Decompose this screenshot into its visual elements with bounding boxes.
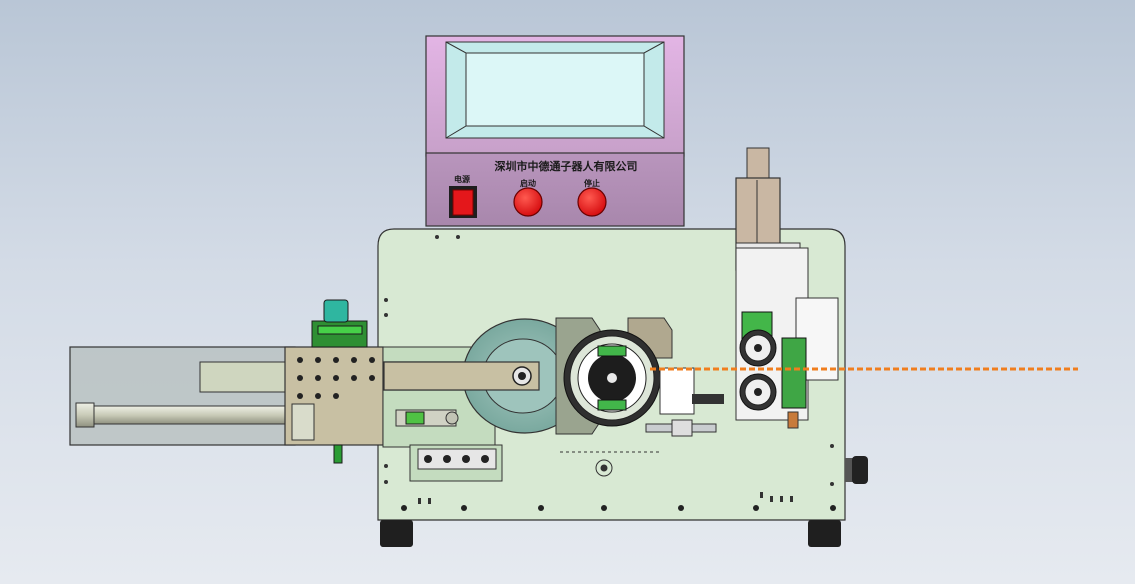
- small-holes: [384, 235, 834, 504]
- company-name: 深圳市中德通子器人有限公司: [495, 159, 638, 173]
- control-box: 深圳市中德通子器人有限公司 电源 启动 停止: [425, 35, 685, 227]
- stop-label: 停止: [584, 178, 600, 188]
- side-connector: [845, 456, 868, 484]
- stop-button[interactable]: [577, 187, 607, 217]
- right-foot: [808, 520, 841, 547]
- start-label: 启动: [520, 178, 536, 188]
- base-markings: [560, 451, 660, 477]
- cylinder-rod: [75, 402, 289, 428]
- left-foot: [380, 520, 413, 547]
- regulator-knob[interactable]: [311, 299, 368, 348]
- wire-guide: [645, 367, 724, 437]
- wire-spool-wheel: [383, 318, 588, 434]
- start-button[interactable]: [513, 187, 543, 217]
- power-label: 电源: [454, 174, 470, 184]
- pneumatic-fitting: [395, 409, 459, 427]
- feed-cylinder-housing: [69, 346, 296, 446]
- winding-head: [555, 317, 673, 435]
- guide-rollers: [739, 311, 807, 429]
- slide-block: [284, 346, 384, 446]
- power-switch[interactable]: [449, 186, 477, 218]
- lcd-screen: [445, 41, 665, 139]
- bottom-screws: [401, 505, 836, 511]
